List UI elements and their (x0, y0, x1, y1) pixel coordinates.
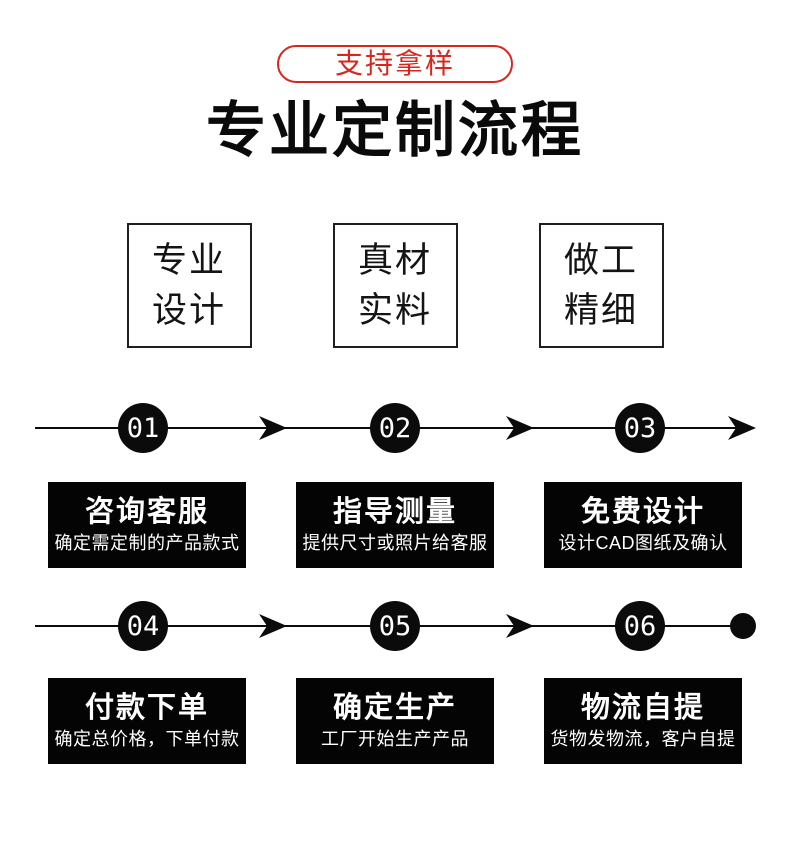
feature-line: 做工 (563, 240, 638, 280)
step-card-consult-service: 咨询客服 确定需定制的产品款式 (48, 482, 246, 568)
step-description: 工厂开始生产产品 (321, 729, 469, 749)
step-description: 提供尺寸或照片给客服 (302, 533, 488, 553)
page-title: 专业定制流程 (206, 97, 584, 164)
feature-line: 精细 (563, 290, 638, 330)
step-description: 货物发物流，客户自提 (550, 729, 736, 749)
step-card-payment-order: 付款下单 确定总价格，下单付款 (48, 678, 246, 764)
sample-support-badge-label: 支持拿样 (334, 48, 455, 79)
step-title: 确定生产 (332, 692, 457, 724)
feature-box-materials: 真材 实料 (332, 223, 458, 348)
step-title: 指导测量 (332, 496, 457, 528)
arrow-right-icon (727, 412, 757, 444)
step-cards-row-2: 付款下单 确定总价格，下单付款 确定生产 工厂开始生产产品 物流自提 货物发物流… (0, 678, 790, 764)
feature-box-design: 专业 设计 (126, 223, 252, 348)
step-number-badge-05: 05 (370, 601, 420, 651)
step-number-badge-03: 03 (615, 403, 665, 453)
step-card-free-design: 免费设计 设计CAD图纸及确认 (544, 482, 742, 568)
feature-line: 专业 (151, 240, 226, 280)
timeline-end-dot (730, 613, 756, 639)
step-number-badge-06: 06 (615, 601, 665, 651)
step-title: 物流自提 (580, 692, 705, 724)
process-timeline-row-2: 04 05 06 (0, 601, 790, 651)
arrow-right-icon (258, 412, 288, 444)
step-number-badge-02: 02 (370, 403, 420, 453)
step-card-logistics-pickup: 物流自提 货物发物流，客户自提 (544, 678, 742, 764)
arrow-right-icon (505, 610, 535, 642)
step-title: 付款下单 (84, 692, 209, 724)
step-description: 设计CAD图纸及确认 (558, 533, 728, 553)
step-description: 确定需定制的产品款式 (54, 533, 240, 553)
feature-line: 真材 (357, 240, 432, 280)
step-title: 免费设计 (580, 496, 705, 528)
arrow-right-icon (505, 412, 535, 444)
step-card-confirm-production: 确定生产 工厂开始生产产品 (296, 678, 494, 764)
step-number-badge-04: 04 (118, 601, 168, 651)
step-description: 确定总价格，下单付款 (54, 729, 240, 749)
step-number-badge-01: 01 (118, 403, 168, 453)
feature-line: 设计 (151, 290, 226, 330)
sample-support-badge: 支持拿样 (276, 45, 513, 83)
feature-box-workmanship: 做工 精细 (538, 223, 664, 348)
feature-boxes: 专业 设计 真材 实料 做工 精细 (0, 223, 790, 348)
step-title: 咨询客服 (84, 496, 209, 528)
step-cards-row-1: 咨询客服 确定需定制的产品款式 指导测量 提供尺寸或照片给客服 免费设计 设计C… (0, 482, 790, 568)
arrow-right-icon (258, 610, 288, 642)
feature-line: 实料 (357, 290, 432, 330)
step-card-guided-measurement: 指导测量 提供尺寸或照片给客服 (296, 482, 494, 568)
process-timeline-row-1: 01 02 03 (0, 403, 790, 453)
